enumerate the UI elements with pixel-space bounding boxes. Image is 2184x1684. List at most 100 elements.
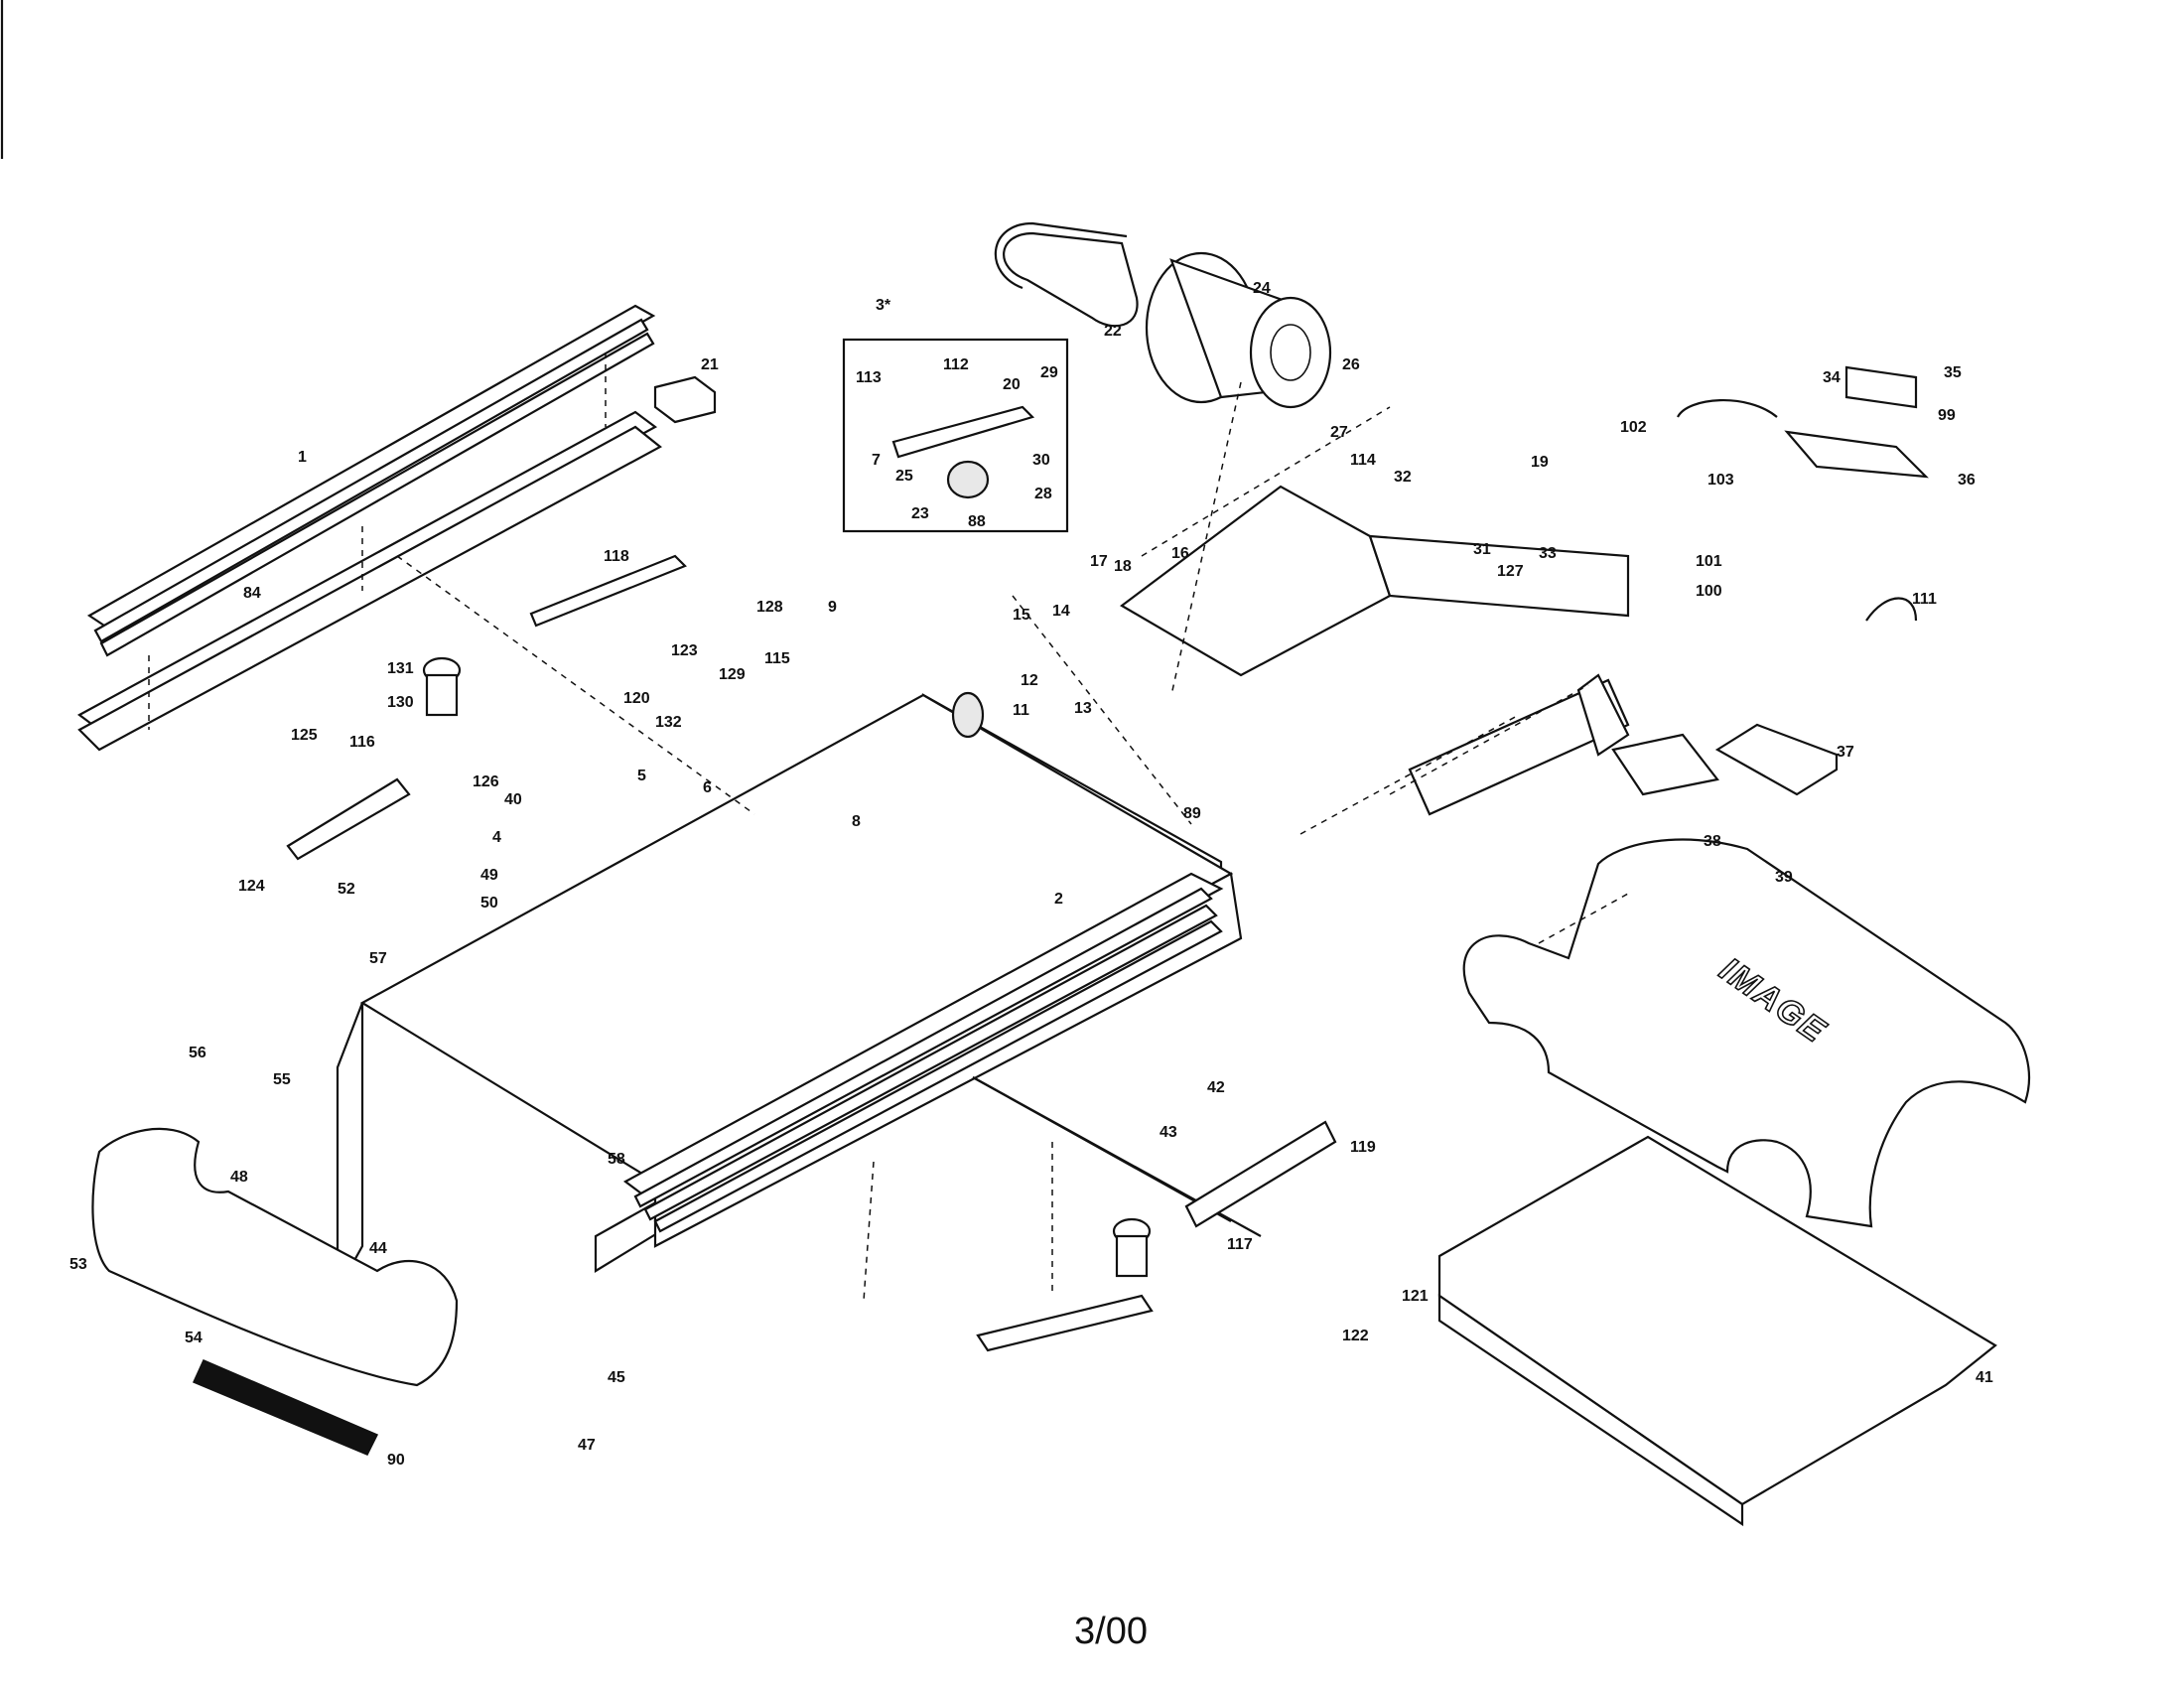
callout-33: 33: [1539, 545, 1557, 562]
callout-labels: 1 84 21 118 128 123 129 120 132 131 130 …: [69, 280, 1993, 1469]
callout-40: 40: [504, 791, 522, 808]
motor-hood: [1462, 838, 2030, 1228]
rail-end-cap: [653, 375, 717, 424]
callout-118: 118: [604, 548, 629, 565]
callout-101: 101: [1696, 553, 1722, 570]
callout-121: 121: [1402, 1288, 1429, 1305]
callout-21: 21: [701, 356, 719, 373]
callout-47: 47: [578, 1437, 596, 1454]
line-filter: [1677, 399, 1918, 622]
callout-3-star: 3*: [876, 297, 891, 314]
callout-116: 116: [349, 734, 375, 751]
callout-32: 32: [1394, 469, 1412, 486]
front-roller-belt: [622, 872, 1232, 1233]
belt-tensioner-inset: [842, 338, 1069, 533]
callout-88: 88: [968, 513, 986, 530]
callout-119: 119: [1350, 1139, 1376, 1156]
callout-131: 131: [387, 660, 414, 677]
callout-5: 5: [637, 768, 646, 784]
rear-roller: [951, 691, 985, 739]
callout-125: 125: [291, 727, 318, 744]
callout-128: 128: [756, 599, 783, 616]
drive-belt: [994, 221, 1139, 328]
rear-leveling-pad: [286, 656, 1154, 1352]
base-pan: [1437, 1135, 1997, 1527]
motor-mount-frame: [1120, 485, 1630, 816]
callout-19: 19: [1531, 454, 1549, 471]
callout-27: 27: [1330, 424, 1348, 441]
callout-13: 13: [1074, 700, 1092, 717]
callout-24: 24: [1253, 280, 1271, 297]
callout-53: 53: [69, 1256, 87, 1273]
callout-7: 7: [872, 452, 881, 469]
callout-18: 18: [1114, 558, 1132, 575]
callout-28: 28: [1034, 486, 1052, 502]
controller-board: [1611, 365, 1929, 796]
callout-100: 100: [1696, 583, 1722, 600]
callout-8: 8: [852, 813, 861, 830]
callout-117: 117: [1227, 1236, 1253, 1253]
callout-89: 89: [1183, 805, 1201, 822]
callout-123: 123: [671, 642, 698, 659]
callout-52: 52: [338, 881, 355, 898]
callout-44: 44: [369, 1240, 387, 1257]
grip-strip: [192, 1359, 379, 1456]
callout-57: 57: [369, 950, 387, 967]
callout-54: 54: [185, 1330, 203, 1346]
callout-130: 130: [387, 694, 414, 711]
callout-39: 39: [1775, 869, 1793, 886]
callout-45: 45: [608, 1369, 625, 1386]
callout-2: 2: [1054, 891, 1063, 908]
callout-129: 129: [719, 666, 746, 683]
callout-115: 115: [764, 650, 790, 667]
callout-41: 41: [1976, 1369, 1993, 1386]
callout-26: 26: [1342, 356, 1360, 373]
callout-113: 113: [856, 369, 882, 386]
callout-127: 127: [1497, 563, 1524, 580]
callout-4: 4: [492, 829, 501, 846]
callout-11: 11: [1013, 702, 1029, 719]
callout-12: 12: [1021, 672, 1038, 689]
callout-35: 35: [1944, 364, 1962, 381]
callout-55: 55: [273, 1071, 291, 1088]
drive-motor: [1145, 251, 1332, 409]
callout-37: 37: [1837, 744, 1854, 761]
callout-20: 20: [1003, 376, 1021, 393]
incline-crossbar: [529, 554, 1337, 1237]
callout-43: 43: [1160, 1124, 1177, 1141]
callout-9: 9: [828, 599, 837, 616]
callout-1: 1: [298, 449, 307, 466]
callout-14: 14: [1052, 603, 1070, 620]
callout-38: 38: [1704, 833, 1721, 850]
callout-25: 25: [895, 468, 913, 485]
callout-132: 132: [655, 714, 682, 731]
callout-34: 34: [1823, 369, 1841, 386]
callout-114: 114: [1350, 452, 1376, 469]
callout-102: 102: [1620, 419, 1647, 436]
callout-103: 103: [1707, 472, 1734, 489]
callout-58: 58: [608, 1151, 625, 1168]
callout-122: 122: [1342, 1328, 1369, 1344]
callout-50: 50: [480, 895, 498, 912]
callout-31: 31: [1473, 541, 1491, 558]
page-number: 3/00: [1074, 1611, 1148, 1652]
callout-22: 22: [1104, 323, 1122, 340]
callout-17: 17: [1090, 553, 1108, 570]
side-rail-assembly: [76, 304, 662, 752]
callout-111: 111: [1912, 591, 1937, 608]
callout-124: 124: [238, 878, 265, 895]
assembly-guides: [396, 381, 1629, 1302]
callout-23: 23: [911, 505, 929, 522]
callout-126: 126: [473, 773, 499, 790]
callout-49: 49: [480, 867, 498, 884]
callout-29: 29: [1040, 364, 1058, 381]
callout-90: 90: [387, 1452, 405, 1469]
callout-112: 112: [943, 356, 969, 373]
callout-48: 48: [230, 1169, 248, 1186]
callout-16: 16: [1171, 545, 1189, 562]
callout-56: 56: [189, 1045, 206, 1061]
callout-30: 30: [1032, 452, 1050, 469]
rear-end-cap: [91, 1127, 459, 1387]
callout-36: 36: [1958, 472, 1976, 489]
